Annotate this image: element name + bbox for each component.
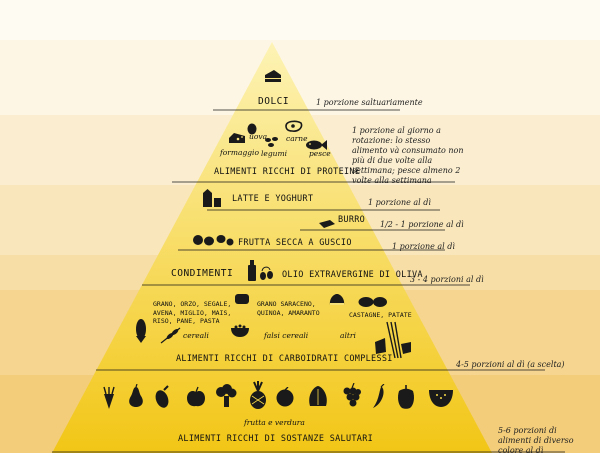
butter-icon — [318, 214, 336, 233]
chili-icon — [370, 383, 388, 414]
tier-sub-salutari: frutta e verdura — [244, 418, 305, 427]
tier-note-dolci: 1 porzione saltuariamente — [316, 98, 423, 107]
cheese-icon — [228, 130, 246, 149]
tier-label-frutta-secca: Frutta secca a guscio — [238, 238, 352, 248]
item-uova: uova — [249, 132, 268, 141]
tier-label-dolci: Dolci — [258, 96, 290, 107]
eggs-icon — [246, 120, 258, 139]
tier-note-proteine: 1 porzione al giorno a rotazione: lo ste… — [352, 126, 464, 185]
item-formaggio: formaggio — [220, 148, 259, 157]
pasta-icon — [373, 320, 413, 364]
wheat-icon — [160, 326, 182, 348]
tier-label-latte: Latte e yoghurt — [232, 194, 314, 204]
apple-icon — [186, 386, 206, 412]
tier-label-proteine: Alimenti ricchi di proteine — [214, 167, 361, 177]
nuts-icon — [192, 232, 234, 251]
potatoes-icon — [358, 293, 388, 312]
broccoli-icon — [215, 384, 237, 412]
falsi-cereali-list: Grano saraceno, quinoa, amaranto — [257, 300, 320, 317]
altri-list: Castagne, patate — [349, 311, 412, 319]
tier-note-burro: 1/2 - 1 porzione al dì — [380, 220, 464, 229]
band — [0, 0, 600, 40]
pineapple-icon — [248, 380, 268, 414]
eggplant-icon — [153, 385, 173, 413]
item-carne: carne — [286, 134, 308, 143]
tier-note-latte: 1 porzione al dì — [368, 198, 431, 207]
item-pesce: pesce — [309, 149, 331, 158]
olive-oil-icon — [246, 258, 276, 286]
tier-label-salutari: Alimenti ricchi di sostanze salutari — [178, 434, 374, 444]
carrot-icon — [100, 386, 118, 414]
caption-altri: altri — [340, 331, 356, 340]
item-legumi: legumi — [261, 149, 287, 158]
tier-label-condimenti: Condimenti — [171, 268, 234, 279]
pepper-icon — [396, 385, 416, 413]
grapes-icon — [342, 382, 362, 413]
tier-note-condimenti: 3 - 4 porzioni al dì — [410, 275, 484, 284]
caption-falsi-cereali: falsi cereali — [264, 331, 309, 340]
pear-icon — [127, 383, 145, 412]
watermelon-icon — [428, 386, 454, 412]
milk-icon — [202, 188, 222, 212]
tier-note-carboidrati: 4-5 porzioni al dì (a scelta) — [456, 360, 565, 369]
tier-label-carboidrati: Alimenti ricchi di carboidrati complessi — [176, 354, 393, 364]
caption-cereali: cereali — [183, 331, 209, 340]
bowl-icon — [230, 323, 250, 342]
tier-label-burro: Burro — [338, 215, 366, 225]
meat-icon — [284, 118, 304, 137]
orange-icon — [275, 386, 295, 411]
lettuce-icon — [307, 384, 329, 412]
tier-note-salutari: 5-6 porzioni di alimenti di diverso colo… — [498, 426, 574, 455]
tier-sub-condimenti: Olio extravergine di oliva — [282, 270, 423, 280]
cake-icon — [264, 68, 282, 87]
tier-note-frutta-secca: 1 porzione al dì — [392, 242, 455, 251]
corn-icon — [134, 318, 148, 348]
cereali-list: Grano, orzo, segale, avena, miglio, mais… — [153, 300, 232, 325]
bread-icon — [234, 290, 250, 309]
beans-icon — [263, 134, 281, 153]
fish-icon — [305, 136, 327, 155]
chestnut-icon — [328, 292, 346, 311]
